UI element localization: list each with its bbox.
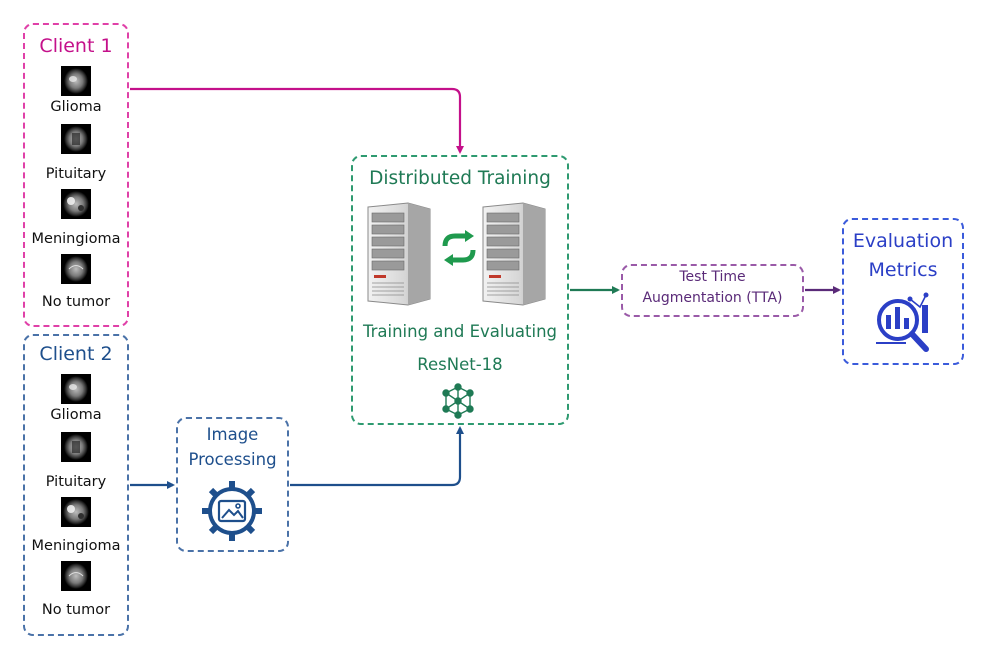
tta-box	[621, 264, 804, 317]
analytics-magnifier-icon	[876, 292, 929, 352]
client2-class-pituitary: Pituitary	[45, 474, 107, 490]
client1-class-glioma: Glioma	[50, 99, 102, 115]
evaluation-label-line1: Evaluation	[852, 230, 954, 252]
model-name-label: ResNet-18	[417, 355, 503, 374]
training-evaluating-label: Training and Evaluating	[362, 322, 558, 341]
arrow-client1-to-training	[130, 87, 464, 154]
client1-thumbnails	[61, 66, 91, 284]
mri-thumbnail	[61, 254, 91, 284]
client2-class-meningioma: Meningioma	[31, 538, 121, 554]
image-processing-label-line2: Processing	[188, 450, 277, 469]
sync-arrows-icon	[442, 230, 476, 266]
image-processing-box	[176, 417, 289, 552]
client1-title: Client 1	[39, 35, 113, 57]
client2-class-glioma: Glioma	[50, 407, 102, 423]
client1-class-meningioma: Meningioma	[31, 231, 121, 247]
evaluation-metrics-box	[842, 218, 964, 365]
distributed-training-title: Distributed Training	[369, 168, 551, 189]
client2-title: Client 2	[39, 343, 113, 365]
arrow-image-processing-to-training	[290, 426, 464, 487]
mri-thumbnail	[61, 189, 91, 219]
client2-box	[23, 334, 129, 636]
mri-thumbnail	[61, 374, 91, 404]
client2-class-no-tumor: No tumor	[41, 602, 111, 618]
tta-label-line2: Augmentation (TTA)	[642, 290, 783, 306]
neural-network-icon	[442, 383, 474, 419]
mri-thumbnail	[61, 432, 91, 462]
mri-thumbnail	[61, 66, 91, 96]
evaluation-label-line2: Metrics	[868, 259, 938, 281]
client1-box	[23, 23, 129, 327]
mri-thumbnail	[61, 497, 91, 527]
client2-thumbnails	[61, 374, 91, 591]
distributed-training-box	[351, 155, 569, 425]
image-processing-gear-icon	[202, 481, 262, 541]
client1-class-pituitary: Pituitary	[45, 166, 107, 182]
tta-label-line1: Test Time	[679, 269, 746, 285]
server-icon	[482, 202, 546, 306]
server-icon	[367, 202, 431, 306]
client1-class-no-tumor: No tumor	[41, 294, 111, 310]
image-processing-label-line1: Image	[206, 425, 259, 444]
mri-thumbnail	[61, 124, 91, 154]
mri-thumbnail	[61, 561, 91, 591]
